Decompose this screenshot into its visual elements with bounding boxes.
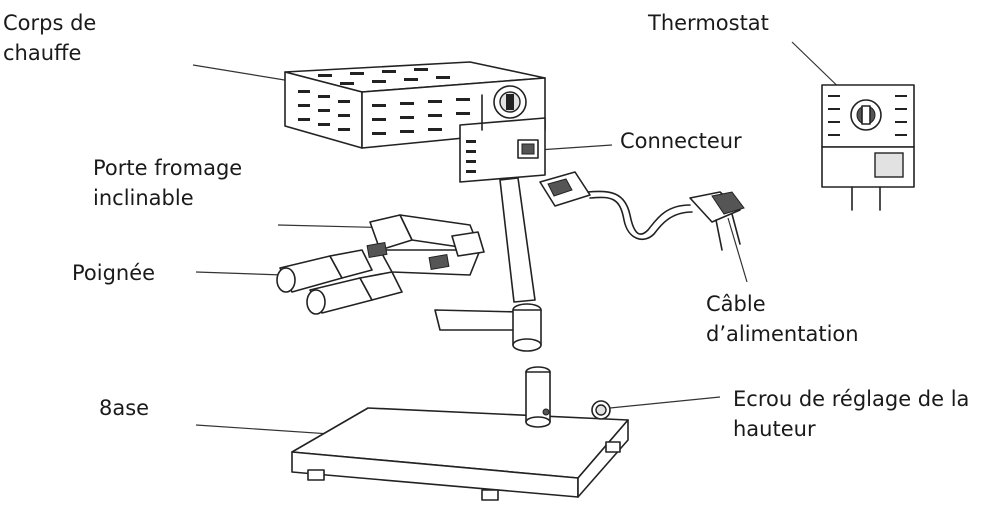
- leader-cable: [727, 217, 748, 283]
- label-cheese-holder-line2: inclinable: [93, 186, 194, 210]
- label-power-cable-line2: d’alimentation: [706, 322, 859, 346]
- label-cheese-holder: Porte fromage inclinable: [93, 153, 242, 213]
- heating-body-icon: [284, 61, 546, 303]
- bracket-arm-icon: [434, 303, 542, 352]
- cheese-holder-icon: [366, 214, 485, 276]
- label-thermostat: Thermostat: [648, 11, 769, 35]
- leader-connector: [537, 144, 613, 151]
- leader-nut: [609, 396, 721, 409]
- label-connector: Connecteur: [620, 129, 742, 153]
- label-adjustment-nut: Ecrou de réglage de la hauteur: [733, 384, 969, 444]
- adjustment-nut-icon: [591, 400, 611, 420]
- handle-icon: [276, 249, 403, 315]
- label-heating-body-line1: Corps de: [3, 11, 97, 35]
- label-heating-body: Corps de chauffe: [3, 8, 96, 68]
- label-base: 8ase: [99, 396, 150, 420]
- label-cheese-holder-line1: Porte fromage: [93, 156, 243, 180]
- power-cable-icon: [539, 171, 745, 251]
- thermostat-unit-icon: [821, 84, 915, 211]
- label-adjustment-nut-line2: hauteur: [733, 417, 816, 441]
- label-power-cable: Câble d’alimentation: [706, 289, 859, 349]
- base-plate-icon: [291, 366, 629, 501]
- label-adjustment-nut-line1: Ecrou de réglage de la: [733, 387, 970, 411]
- label-heating-body-line2: chauffe: [3, 41, 82, 65]
- label-power-cable-line1: Câble: [706, 292, 766, 316]
- label-handle: Poignée: [72, 261, 156, 285]
- leader-handle: [195, 271, 284, 276]
